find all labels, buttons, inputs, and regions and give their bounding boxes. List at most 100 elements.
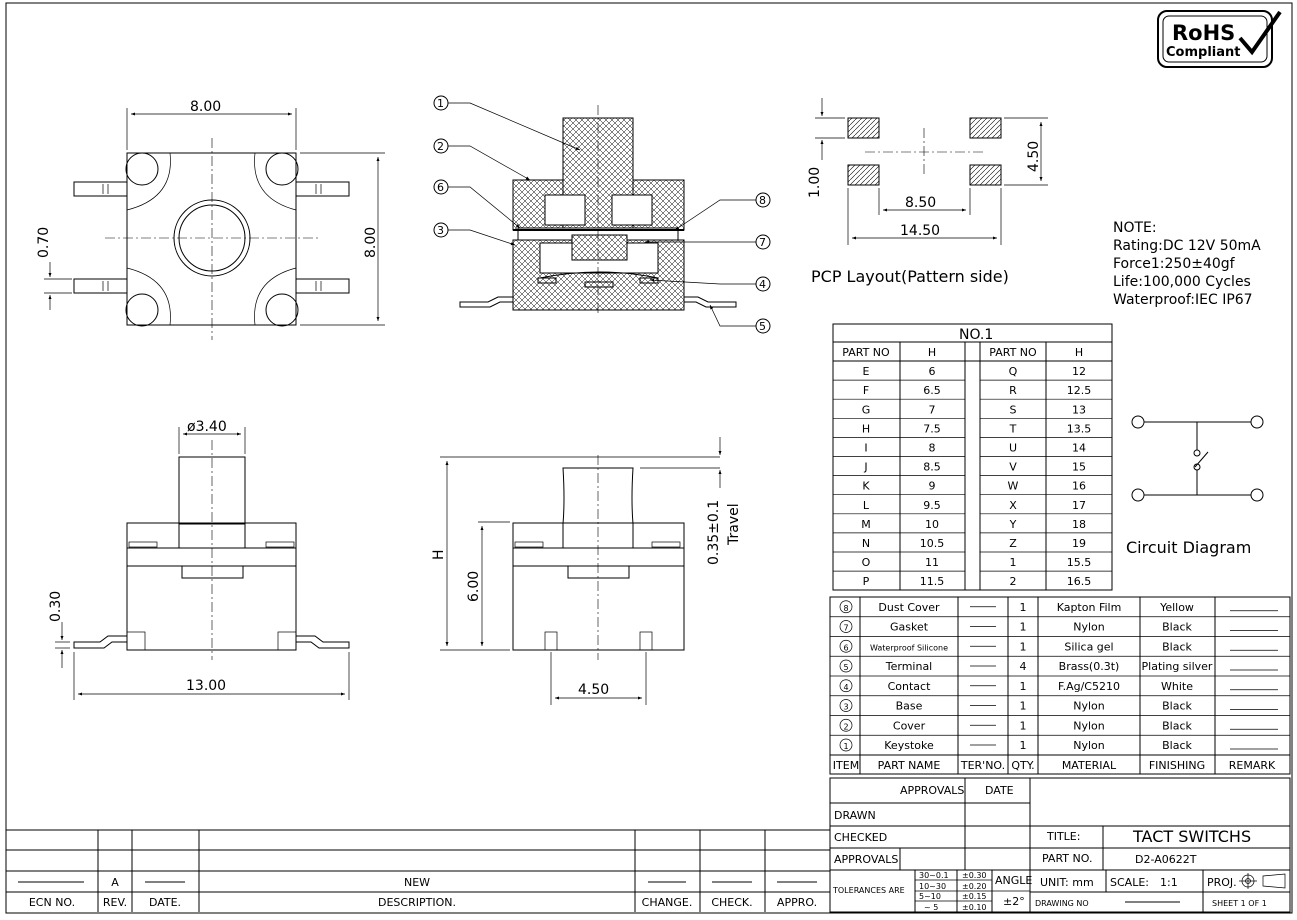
height-table-cell: 8.5: [923, 461, 941, 474]
height-table-cell: W: [1008, 480, 1019, 493]
callout-4: 4: [759, 278, 766, 291]
height-table-cell: J: [863, 461, 867, 474]
top-width-dim: 8.00: [190, 99, 221, 115]
bom-part-name: Base: [896, 700, 923, 713]
approvals2-label: APPROVALS: [834, 853, 898, 866]
callout-7: 7: [759, 236, 766, 249]
bom-header: MATERIAL: [1062, 759, 1117, 772]
bom-finishing: White: [1161, 680, 1193, 693]
height-table-cell: 15: [1072, 461, 1086, 474]
side-h-dim: H: [431, 549, 447, 560]
bom-item: 5: [843, 663, 848, 672]
bom-finishing: Plating silver: [1142, 660, 1213, 673]
front-view: ø3.40 13.00 0.30: [48, 419, 350, 700]
top-view: 8.00 8.00 0.70: [36, 99, 385, 340]
bom-material: Silica gel: [1064, 640, 1113, 653]
section-view: 1 2 6 3 8 7 4 5: [433, 95, 771, 334]
bom-qty: 1: [1020, 640, 1027, 653]
height-table-cell: 6.5: [923, 384, 941, 397]
callout-1: 1: [437, 97, 444, 110]
bom-header: REMARK: [1229, 759, 1276, 772]
approvals-label: APPROVALS: [900, 784, 964, 797]
height-table-cell: X: [1009, 499, 1017, 512]
tolerance-range: ~ 5: [924, 903, 938, 912]
bom-material: Nylon: [1073, 739, 1105, 752]
tolerance-value: ±0.15: [962, 892, 987, 901]
callout-5: 5: [759, 320, 766, 333]
height-table-cell: 13.5: [1067, 422, 1092, 435]
height-table-cell: P: [863, 575, 870, 588]
callout-2: 2: [437, 140, 444, 153]
revision-rev: A: [111, 876, 119, 889]
travel-value-dim: 0.35±0.1: [706, 500, 722, 565]
bom-qty: 1: [1020, 680, 1027, 693]
part-no-label: PART NO.: [1042, 852, 1092, 865]
bom-finishing: Black: [1162, 719, 1192, 732]
rohs-logo: RoHS Compliant: [1157, 10, 1282, 68]
front-diameter-dim: ø3.40: [187, 419, 227, 435]
height-table-cell: 12: [1072, 365, 1086, 378]
height-table-cell: S: [1010, 403, 1017, 416]
revision-header: CHECK.: [711, 896, 752, 909]
title-label: TITLE:: [1046, 830, 1080, 843]
revision-header: REV.: [103, 896, 127, 909]
height-table-cell: 1: [1010, 556, 1017, 569]
note-line: Rating:DC 12V 50mA: [1113, 238, 1261, 254]
bom-header: TER'NO.: [960, 759, 1005, 772]
bom-part-name: Gasket: [890, 621, 929, 634]
bom-qty: 1: [1020, 621, 1027, 634]
note-line: Life:100,000 Cycles: [1113, 274, 1251, 290]
note-title: NOTE:: [1113, 220, 1157, 236]
bom-finishing: Black: [1162, 640, 1192, 653]
bom-material: Kapton Film: [1057, 601, 1122, 614]
pcb-width-1-dim: 8.50: [905, 195, 936, 211]
scale-label: SCALE:: [1110, 876, 1149, 889]
bom-header: QTY.: [1011, 759, 1034, 772]
side-width-dim: 4.50: [578, 682, 609, 698]
item-number-circle: [839, 699, 853, 712]
bom-item: 1: [843, 742, 848, 751]
callout-8: 8: [759, 194, 766, 207]
tolerance-value: ±0.20: [962, 882, 987, 891]
callout-6: 6: [437, 181, 444, 194]
height-table-cell: 11: [925, 556, 939, 569]
item-number-circle: [839, 679, 853, 693]
top-height-dim: 8.00: [363, 227, 379, 258]
height-table-cell: 18: [1072, 518, 1086, 531]
revision-header: ECN NO.: [29, 896, 75, 909]
bom-finishing: Yellow: [1159, 601, 1194, 614]
bom-finishing: Black: [1162, 700, 1192, 713]
height-table-cell: H: [862, 422, 870, 435]
scale-value: 1:1: [1160, 876, 1178, 889]
drawn-label: DRAWN: [834, 809, 876, 822]
height-table-cell: T: [1009, 422, 1017, 435]
height-table-cell: 7.5: [923, 422, 941, 435]
bom-item: 3: [843, 703, 848, 712]
height-table-cell: 2: [1010, 575, 1017, 588]
checked-label: CHECKED: [834, 831, 887, 844]
sheet-label: SHEET 1 OF 1: [1212, 899, 1267, 908]
height-table-cell: G: [862, 403, 871, 416]
pcb-width-2-dim: 14.50: [900, 223, 940, 239]
height-table-cell: 13: [1072, 403, 1086, 416]
height-table-cell: 16: [1072, 480, 1086, 493]
sheet-border: [5, 2, 1293, 914]
height-table-header: H: [928, 346, 936, 359]
bom-part-name: Dust Cover: [878, 601, 940, 614]
revision-header: DESCRIPTION.: [378, 896, 456, 909]
bom-header: FINISHING: [1149, 759, 1205, 772]
height-table-cell: F: [863, 384, 869, 397]
pcb-layout-view: 8.50 14.50 1.00 4.50 PCP Layout(Pattern …: [807, 98, 1048, 286]
height-table-cell: 9: [929, 480, 936, 493]
bom-item: 2: [843, 722, 848, 731]
revision-description: NEW: [404, 876, 430, 889]
height-table-cell: R: [1009, 384, 1017, 397]
travel-label: Travel: [726, 503, 742, 546]
bom-header: ITEM: [833, 759, 859, 772]
tolerance-range: 10~30: [919, 882, 946, 891]
item-number-circle: [839, 639, 853, 653]
pcb-height-2-dim: 4.50: [1026, 141, 1042, 172]
note-line: Force1:250±40gf: [1113, 256, 1236, 272]
